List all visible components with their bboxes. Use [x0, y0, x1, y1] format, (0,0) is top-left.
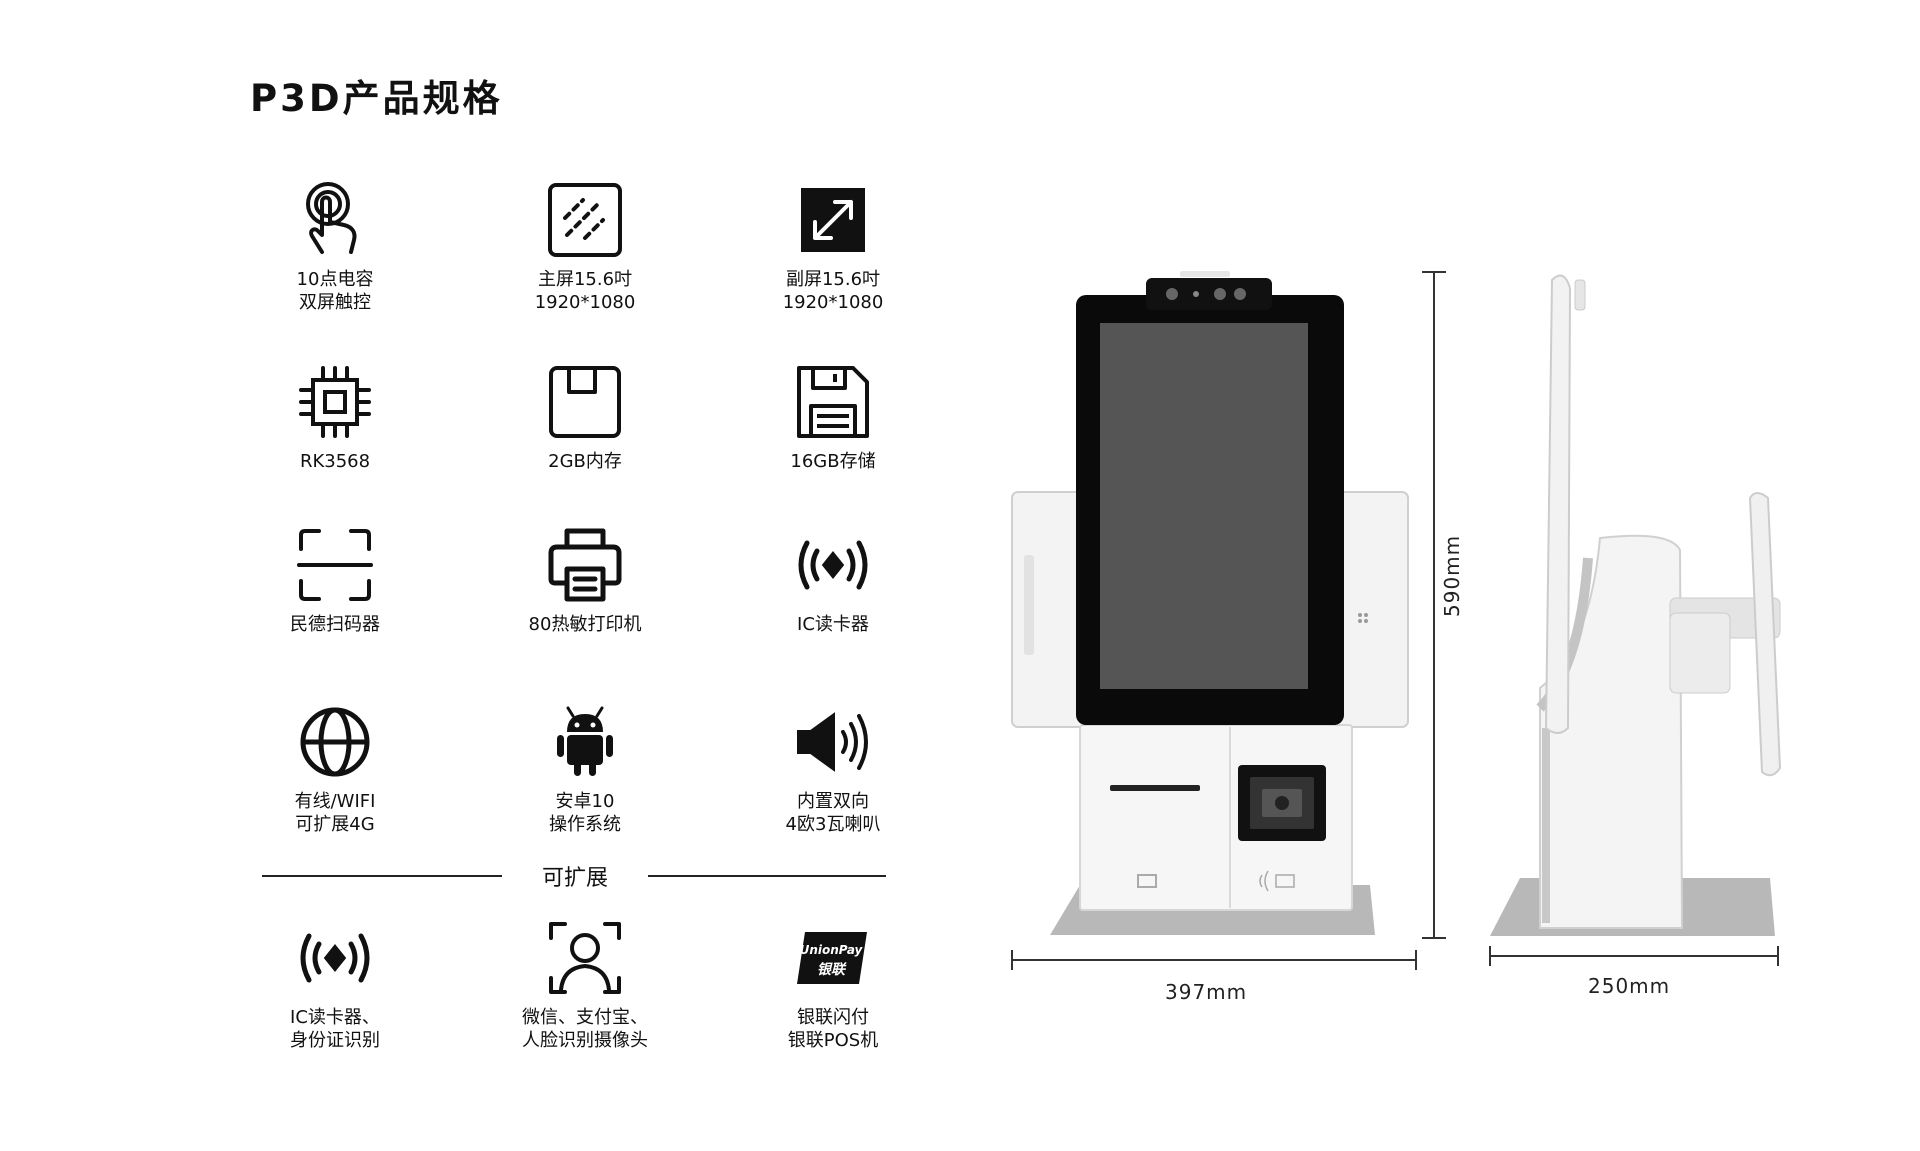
spec-label: 银联闪付 银联POS机 — [787, 1007, 879, 1051]
expandable-heading: 可扩展 — [541, 866, 608, 891]
height-dimension-label: 590mm — [1440, 534, 1464, 617]
divider-left — [262, 875, 502, 877]
spec-speaker: 内置双向 4欧3瓦喇叭 — [748, 702, 918, 836]
expand-unionpay: UnionPay 银联 银联闪付 银联POS机 — [748, 918, 918, 1052]
spec-label: 10点电容 双屏触控 — [296, 269, 374, 313]
height-dimension-line — [1422, 271, 1446, 939]
spec-os: 安卓10 操作系统 — [500, 702, 670, 836]
depth-dimension-label: 250mm — [1588, 974, 1671, 998]
depth-dimension-line — [1489, 946, 1779, 966]
resize-arrow-icon — [793, 180, 873, 260]
divider-right — [648, 875, 886, 877]
spec-label: 副屏15.6吋 1920*1080 — [782, 269, 884, 313]
spec-cpu: RK3568 — [250, 362, 420, 473]
unionpay-logo-text: UnionPay — [800, 943, 864, 957]
android-icon — [545, 702, 625, 782]
storage-floppy-icon — [793, 362, 873, 442]
spec-label: 16GB存储 — [790, 451, 876, 472]
spec-label: 民德扫码器 — [290, 614, 380, 635]
unionpay-logo-icon: UnionPay 银联 — [793, 918, 873, 998]
kiosk-side-view — [1490, 274, 1782, 936]
spec-label: 主屏15.6吋 1920*1080 — [534, 269, 636, 313]
spec-scanner: 民德扫码器 — [250, 525, 420, 636]
expand-ic-id-reader: IC读卡器、 身份证识别 — [250, 918, 420, 1052]
spec-ic-reader: IC读卡器 — [748, 525, 918, 636]
scan-frame-icon — [295, 525, 375, 605]
speaker-icon — [793, 702, 873, 782]
spec-label: 安卓10 操作系统 — [549, 791, 621, 835]
memory-save-icon — [545, 362, 625, 442]
spec-label: 微信、支付宝、 人脸识别摄像头 — [522, 1007, 648, 1051]
spec-storage: 16GB存储 — [748, 362, 918, 473]
spec-memory: 2GB内存 — [500, 362, 670, 473]
printer-icon — [545, 525, 625, 605]
nfc-reader-icon — [295, 918, 375, 998]
width-dimension-line — [1011, 950, 1417, 970]
globe-network-icon — [295, 702, 375, 782]
kiosk-front-view — [1011, 271, 1409, 935]
spec-label: IC读卡器、 身份证识别 — [290, 1007, 380, 1051]
spec-printer: 80热敏打印机 — [500, 525, 670, 636]
nfc-reader-icon — [793, 525, 873, 605]
face-scan-icon — [545, 918, 625, 998]
expand-face-camera: 微信、支付宝、 人脸识别摄像头 — [500, 918, 670, 1052]
spec-main-screen: 主屏15.6吋 1920*1080 — [500, 180, 670, 314]
spec-network: 有线/WIFI 可扩展4G — [250, 702, 420, 836]
spec-label: IC读卡器 — [797, 614, 869, 635]
spec-label: 内置双向 4欧3瓦喇叭 — [785, 791, 881, 835]
spec-touch: 10点电容 双屏触控 — [250, 180, 420, 314]
spec-label: 2GB内存 — [548, 451, 622, 472]
spec-label: RK3568 — [299, 451, 371, 472]
cpu-chip-icon — [295, 362, 375, 442]
spec-sub-screen: 副屏15.6吋 1920*1080 — [748, 180, 918, 314]
spec-label: 有线/WIFI 可扩展4G — [294, 791, 376, 835]
page-title: P3D产品规格 — [250, 77, 503, 120]
screen-pattern-icon — [545, 180, 625, 260]
width-dimension-label: 397mm — [1165, 980, 1248, 1004]
spec-label: 80热敏打印机 — [528, 614, 642, 635]
touch-icon — [295, 180, 375, 260]
unionpay-logo-cn: 银联 — [817, 961, 847, 978]
